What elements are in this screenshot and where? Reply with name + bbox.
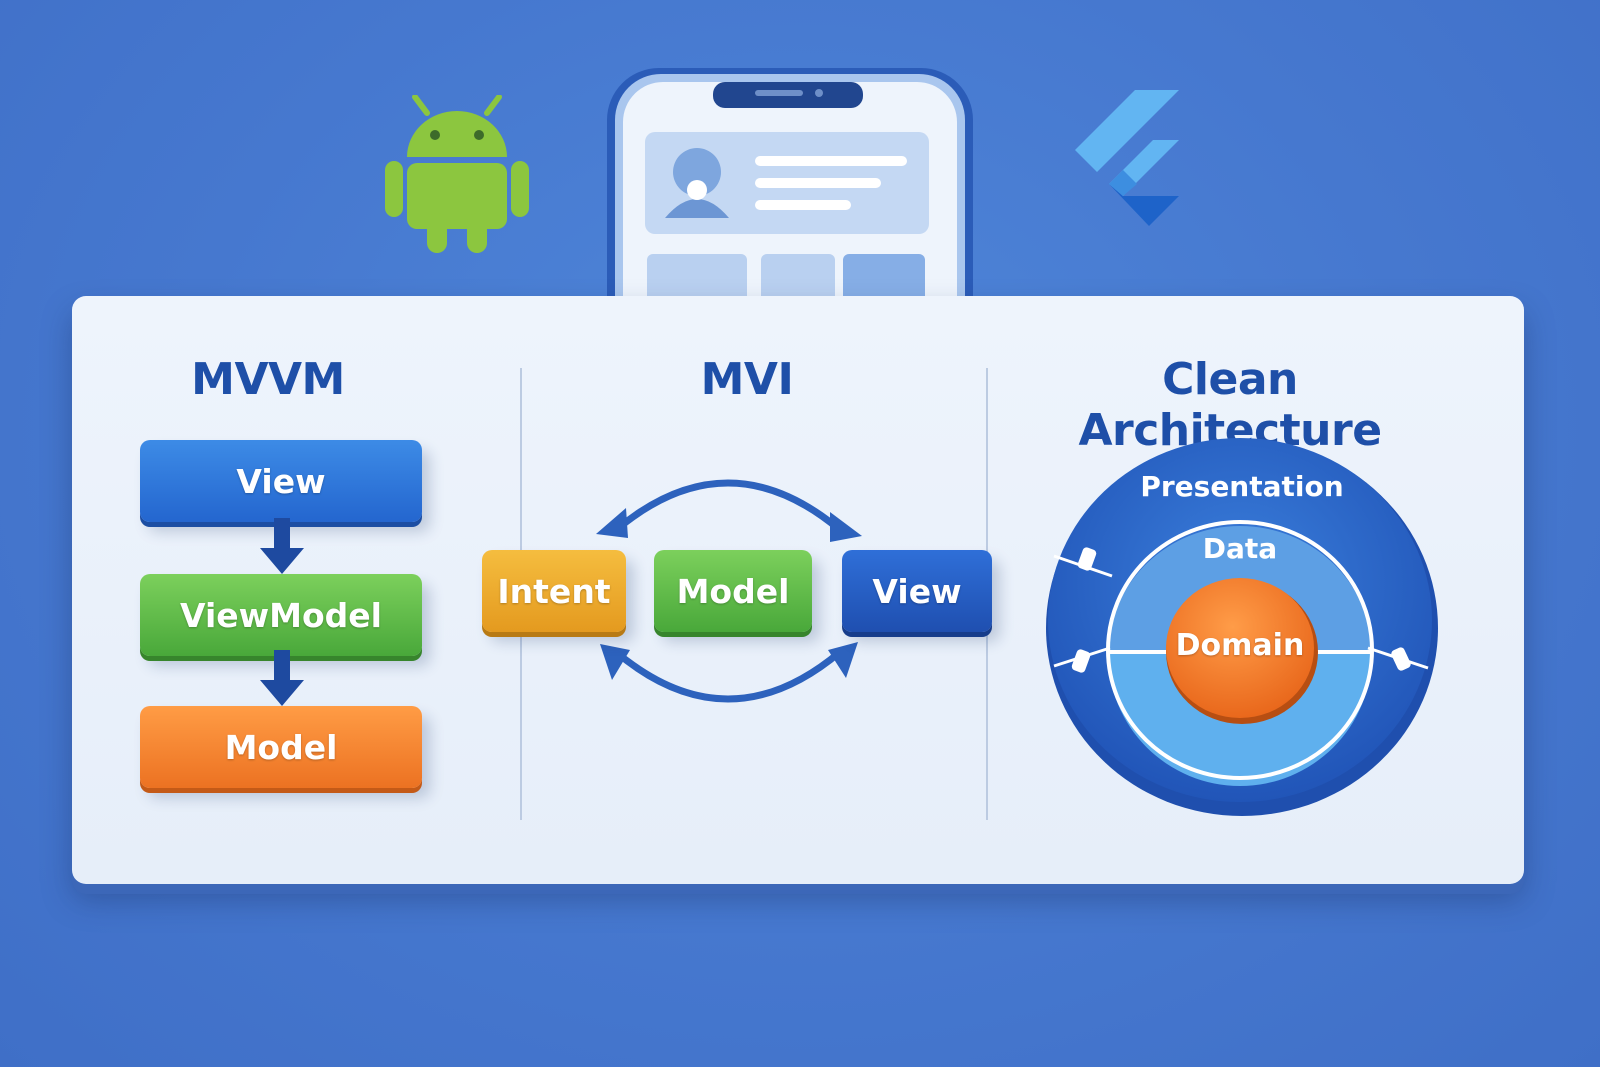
mvvm-model-box: Model xyxy=(140,706,422,788)
mvi-intent-box: Intent xyxy=(482,550,626,632)
mvvm-arrow-down-icon xyxy=(260,518,304,574)
mvvm-title: MVVM xyxy=(191,354,345,405)
presentation-layer-label: Presentation xyxy=(1140,470,1344,503)
clean-architecture-rings-icon xyxy=(1046,438,1438,816)
android-robot-icon xyxy=(385,95,529,253)
mvi-title: MVI xyxy=(700,354,794,405)
mvvm-view-box: View xyxy=(140,440,422,522)
flutter-logo-icon xyxy=(1075,90,1179,226)
smartphone-app-icon xyxy=(607,68,973,328)
mvvm-arrow-down-icon xyxy=(260,650,304,706)
architecture-card: MVVM View ViewModel Model MVI Intent Mod… xyxy=(72,296,1524,884)
mvvm-viewmodel-box: ViewModel xyxy=(140,574,422,656)
data-layer-label: Data xyxy=(1202,532,1278,565)
domain-layer-label: Domain xyxy=(1175,628,1305,663)
mvi-model-box: Model xyxy=(654,550,812,632)
mvi-view-box: View xyxy=(842,550,992,632)
